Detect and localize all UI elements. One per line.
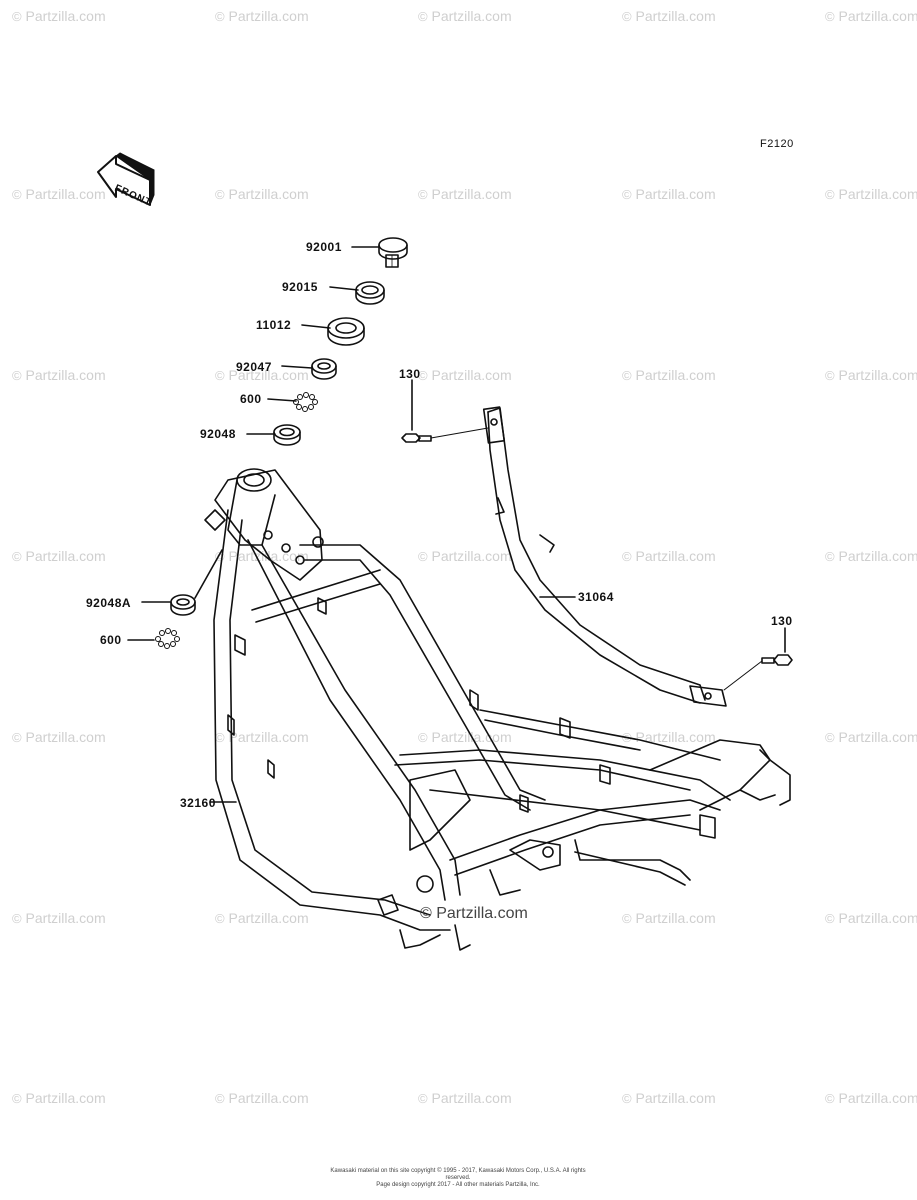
part-label-32160[interactable]: 32160 — [180, 796, 216, 810]
watermark: © Partzilla.com — [418, 1090, 512, 1106]
bolt-130-lower-icon — [723, 654, 793, 691]
watermark: © Partzilla.com — [12, 367, 106, 383]
race-92048-icon — [273, 424, 301, 446]
watermark: © Partzilla.com — [12, 910, 106, 926]
watermark: © Partzilla.com — [215, 1090, 309, 1106]
watermark: © Partzilla.com — [418, 548, 512, 564]
watermark: © Partzilla.com — [215, 910, 309, 926]
watermark: © Partzilla.com — [825, 1090, 917, 1106]
watermark: © Partzilla.com — [825, 548, 917, 564]
part-label-92048[interactable]: 92048 — [200, 427, 236, 441]
watermark: © Partzilla.com — [12, 186, 106, 202]
watermark: © Partzilla.com — [12, 548, 106, 564]
plug-92001-icon — [378, 237, 408, 268]
watermark: © Partzilla.com — [622, 367, 716, 383]
part-label-31064[interactable]: 31064 — [578, 590, 614, 604]
footer-line-2: Page design copyright 2017 - All other m… — [376, 1182, 540, 1188]
front-arrow-icon — [97, 152, 155, 206]
part-label-92047[interactable]: 92047 — [236, 360, 272, 374]
watermark: © Partzilla.com — [215, 729, 309, 745]
part-label-92001[interactable]: 92001 — [306, 240, 342, 254]
watermark: © Partzilla.com — [418, 367, 512, 383]
steel-balls-600-lower-icon — [155, 628, 180, 649]
watermark: © Partzilla.com — [215, 186, 309, 202]
watermark: © Partzilla.com — [418, 186, 512, 202]
watermark: © Partzilla.com — [12, 8, 106, 24]
footer-line-1: Kawasaki material on this site copyright… — [330, 1168, 586, 1181]
part-label-600-upper[interactable]: 600 — [240, 392, 262, 406]
watermark: © Partzilla.com — [622, 8, 716, 24]
steel-balls-600-icon — [293, 392, 318, 412]
watermark: © Partzilla.com — [825, 729, 917, 745]
watermark: © Partzilla.com — [825, 910, 917, 926]
copyright-footer: Kawasaki material on this site copyright… — [318, 1168, 598, 1189]
watermark: © Partzilla.com — [418, 8, 512, 24]
watermark: © Partzilla.com — [825, 367, 917, 383]
race-92048a-icon — [170, 594, 196, 616]
watermark: © Partzilla.com — [622, 910, 716, 926]
main-frame-32160-drawing — [204, 468, 791, 951]
nut-92015-icon — [355, 281, 385, 305]
part-label-11012[interactable]: 11012 — [256, 318, 292, 332]
watermark: © Partzilla.com — [622, 186, 716, 202]
watermark: © Partzilla.com — [12, 729, 106, 745]
watermark: © Partzilla.com — [12, 1090, 106, 1106]
part-label-600-lower[interactable]: 600 — [100, 633, 122, 647]
center-watermark: © Partzilla.com — [420, 905, 528, 922]
watermark: © Partzilla.com — [622, 1090, 716, 1106]
part-label-92015[interactable]: 92015 — [282, 280, 318, 294]
watermark: © Partzilla.com — [825, 8, 917, 24]
diagram-code: F2120 — [760, 138, 794, 150]
watermark: © Partzilla.com — [825, 186, 917, 202]
cap-11012-icon — [327, 317, 365, 346]
part-label-92048a[interactable]: 92048A — [86, 596, 132, 610]
watermark: © Partzilla.com — [622, 548, 716, 564]
part-label-130-upper[interactable]: 130 — [399, 367, 421, 381]
part-label-130-lower[interactable]: 130 — [771, 614, 793, 628]
watermark: © Partzilla.com — [215, 367, 309, 383]
rear-frame-31064-drawing — [482, 406, 727, 707]
bolt-130-upper-icon — [401, 427, 489, 443]
race-92047-icon — [311, 358, 337, 380]
watermark: © Partzilla.com — [215, 8, 309, 24]
